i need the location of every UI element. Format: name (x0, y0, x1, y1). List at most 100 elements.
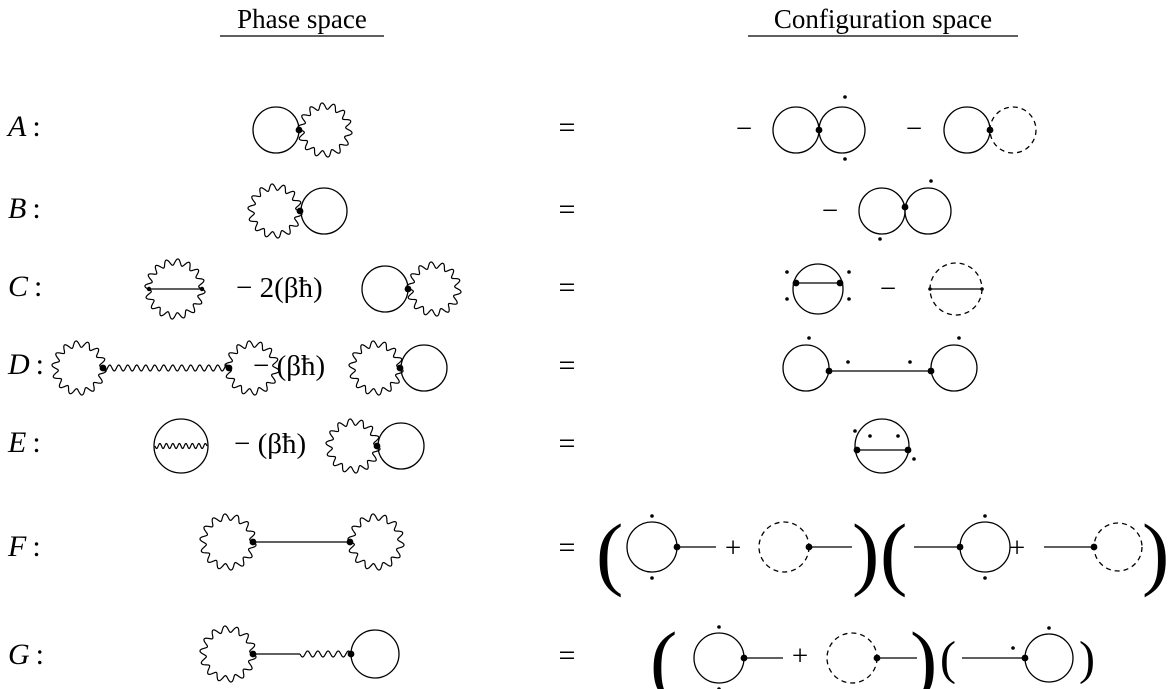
row-a-config-dot-bottom (843, 157, 847, 161)
row-e-phase-coefficient: − (βħ) (234, 428, 306, 460)
row-a-config-minus-2: − (906, 113, 922, 145)
row-b-phase-wavy-loop (247, 183, 303, 239)
row-d-phase-wavy-loop-right (224, 340, 280, 396)
row-a-phase-solid-loop (252, 106, 300, 154)
parentheses: ( ) ( ) ( ) ( ) (596, 507, 1169, 689)
row-c-phase-vertex-left (146, 286, 152, 292)
row-g-config-plus: + (792, 640, 808, 672)
row-label-b: B: (8, 192, 41, 225)
row-a-phase-vertex (295, 126, 303, 134)
row-label-a: A: (6, 110, 41, 143)
row-g-phase-wavy-loop (199, 625, 257, 683)
row-g-config-loop-2 (1024, 633, 1074, 683)
row-d-config-dot-1 (807, 336, 811, 340)
equals-sign-c: = (559, 271, 576, 304)
row-c-phase-vertex-right (199, 286, 205, 292)
row-label-f: F: (7, 530, 41, 563)
row-label-e: E: (7, 426, 41, 459)
row-c-config-vertex-right (836, 279, 844, 287)
row-a-phase-wavy-loop (297, 102, 353, 158)
equals-sign-f: = (559, 531, 576, 564)
row-d-phase-wavy-propagator (102, 364, 230, 372)
row-c-config-loop (792, 263, 844, 315)
row-c-config-minus: − (880, 273, 896, 305)
row-f-phase-wavy-loop-right (347, 513, 405, 571)
row-b-config-loop-right (904, 187, 952, 235)
row-c-config-dot-3 (785, 297, 789, 301)
row-e-config-dot-1 (853, 429, 857, 433)
row-g-open-paren-1: ( (650, 615, 677, 689)
row-f-config-plus-2: + (1009, 532, 1025, 564)
header-configuration-space: Configuration space (774, 4, 992, 34)
row-label-g: G: (8, 638, 44, 671)
row-g-open-paren-2: ( (940, 632, 956, 685)
row-e-config-loop (854, 418, 910, 474)
row-b-config-loop-left (858, 187, 906, 235)
row-c-phase-coefficient: − 2(βħ) (236, 272, 323, 304)
row-b-phase-solid-loop (300, 187, 348, 235)
row-d-config-dot-4 (957, 336, 961, 340)
row-f-config-dot-3 (983, 514, 987, 518)
row-a-config-dot-top (843, 95, 847, 99)
row-e-config-dot-2 (868, 434, 872, 438)
row-label-c: C: (8, 270, 42, 303)
row-b-phase-vertex (296, 207, 304, 215)
row-e-config-vertex-left (853, 446, 861, 454)
row-f-open-paren-1: ( (596, 507, 623, 598)
row-a-config-dashed-loop (989, 106, 1037, 154)
row-b-config-dot-top (929, 179, 933, 183)
row-g-close-paren-2: ) (1079, 632, 1095, 685)
row-e-phase-wavy-loop (325, 418, 381, 474)
row-d-config-loop-right (930, 344, 978, 392)
equals-signs: = = = = = = = (559, 111, 576, 672)
row-b-config-dot-bottom (878, 237, 882, 241)
row-g-phase-propagator-wavy (299, 650, 352, 658)
row-f-config-dashed-loop-1 (758, 521, 810, 573)
row-d-phase-vertex-left (99, 364, 107, 372)
row-g-close-paren-1: ) (910, 615, 937, 689)
row-e-phase-wavy-chord (154, 442, 208, 450)
row-f-open-paren-2: ( (880, 507, 907, 598)
row-d-phase-wavy-loop-left (51, 340, 107, 396)
equals-sign-a: = (559, 111, 576, 144)
row-c-phase-wavy-loop-2 (406, 261, 462, 317)
row-g-phase-solid-loop (350, 629, 400, 679)
row-a-config-vertex-2 (986, 126, 994, 134)
row-label-d: D: (7, 348, 44, 381)
row-d-phase-vertex (396, 364, 404, 372)
equals-sign-d: = (559, 349, 576, 382)
row-d-phase-wavy-loop-3 (348, 340, 404, 396)
row-f-config-dot-2 (650, 576, 654, 580)
row-g-config-dot-1 (717, 625, 721, 629)
equals-sign-b: = (559, 193, 576, 226)
row-a-config-vertex (815, 126, 823, 134)
row-f-phase-vertex-left (249, 538, 257, 546)
row-f-phase-wavy-loop-left (199, 513, 257, 571)
row-e-phase-loop (153, 418, 209, 474)
row-labels: A: B: C: D: E: F: G: (6, 110, 44, 671)
row-d-phase-coefficient: − (βħ) (253, 350, 325, 382)
row-c-config-vertex-left (792, 279, 800, 287)
row-d-config-loop-left (782, 344, 830, 392)
row-e-config-vertex-right (904, 446, 912, 454)
diagram-graphics (51, 95, 1143, 689)
row-f-config-dot-1 (650, 514, 654, 518)
row-b-config-minus: − (822, 195, 838, 227)
row-g-config-loop (693, 632, 745, 684)
row-c-phase-solid-loop (361, 265, 409, 313)
row-d-config-dot-2 (846, 360, 850, 364)
row-a-config-minus-1: − (736, 113, 752, 145)
row-c-config-dot-2 (847, 270, 851, 274)
row-e-config-dot-3 (896, 434, 900, 438)
row-c-config-dashed-vertex-right (980, 287, 984, 291)
row-d-config-vertex-left (825, 367, 833, 375)
equals-sign-g: = (559, 639, 576, 672)
row-d-config-dot-3 (908, 360, 912, 364)
row-g-config-dot-3 (1011, 646, 1015, 650)
row-a-config-solid-loop (943, 106, 991, 154)
row-c-config-dashed-vertex-left (928, 287, 932, 291)
row-d-phase-solid-loop (400, 344, 448, 392)
row-e-phase-vertex (373, 442, 381, 450)
row-f-config-plus-1: + (725, 532, 741, 564)
row-c-phase-vertex (404, 285, 412, 293)
